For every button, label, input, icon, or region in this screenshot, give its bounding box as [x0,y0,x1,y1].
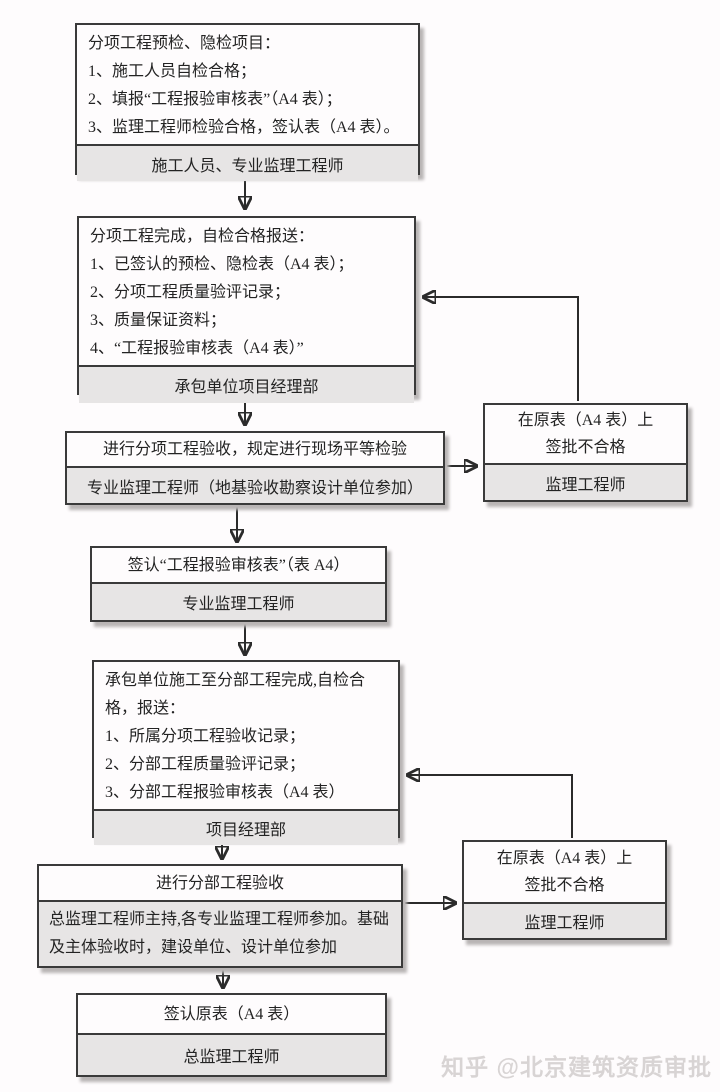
step-box-sign-review-form: 签认“工程报验审核表”（表 A4） 专业监理工程师 [90,546,387,622]
step-box-subdivision-acceptance-body: 进行分部工程验收 [39,866,401,900]
responsible-party-band: 项目经理部 [94,809,398,845]
step-box-sign-review-form-body: 签认“工程报验审核表”（表 A4） [92,548,385,582]
text-line: 签认“工程报验审核表”（表 A4） [127,556,350,574]
text-line: 2、填报“工程报验审核表”（A4 表）； [88,91,342,108]
text-line: 4、“工程报验审核表（A4 表）” [90,340,304,357]
text-line: 3、监理工程师检验合格，签认表（A4 表）。 [88,119,400,136]
step-box-subitem-submit: 分项工程完成，自检合格报送： 1、已签认的预检、隐检表（A4 表）； 2、分项工… [77,216,416,403]
step-box-sign-original-form-body: 签认原表（A4 表） [78,995,385,1033]
responsible-party-band: 监理工程师 [485,463,686,500]
side-box-unqualified-1-body: 在原表（A4 表）上 签批不合格 [485,405,686,463]
text-line: 承包单位施工至分部工程完成,自检合格，报送： [105,672,366,717]
text-line: 3、质量保证资料； [90,312,227,329]
step-box-subitem-submit-body: 分项工程完成，自检合格报送： 1、已签认的预检、隐检表（A4 表）； 2、分项工… [79,218,414,365]
text-line: 1、已签认的预检、隐检表（A4 表）； [90,256,354,273]
step-box-subitem-acceptance: 进行分项工程验收，规定进行现场平等检验 专业监理工程师（地基验收勘察设计单位参加… [65,431,445,505]
text-line: 2、分项工程质量验评记录； [90,284,291,301]
text-line: 签认原表（A4 表） [163,1005,300,1023]
step-box-precheck: 分项工程预检、隐检项目： 1、施工人员自检合格； 2、填报“工程报验审核表”（A… [75,23,420,181]
text-line: 3、分部工程报验审核表（A4 表） [105,784,345,801]
side-box-unqualified-2: 在原表（A4 表）上 签批不合格 监理工程师 [462,840,667,940]
text-line: 签批不合格 [545,439,626,456]
arrow-s2-to-b5 [408,775,573,838]
arrow-s1-to-b2 [424,297,579,401]
text-line: 2、分部工程质量验评记录； [105,756,306,773]
step-box-sign-original-form: 签认原表（A4 表） 总监理工程师 [76,993,387,1077]
text-line: 在原表（A4 表）上 [496,850,633,867]
responsible-party-band: 专业监理工程师（地基验收勘察设计单位参加） [67,466,443,503]
text-line: 签批不合格 [524,877,605,894]
text-line: 1、所属分项工程验收记录； [105,728,306,745]
responsible-party-band: 专业监理工程师 [92,582,385,620]
text-line: 1、施工人员自检合格； [88,63,257,80]
text-line: 进行分项工程验收，规定进行现场平等检验 [102,441,407,458]
responsible-party-band: 施工人员、专业监理工程师 [77,144,418,181]
step-box-subitem-acceptance-body: 进行分项工程验收，规定进行现场平等检验 [67,433,443,466]
watermark-text: 知乎 @北京建筑资质审批 [441,1054,712,1080]
step-box-subdivision-acceptance: 进行分部工程验收 总监理工程师主持,各专业监理工程师参加。基础及主体验收时，建设… [37,864,403,968]
text-line: 分项工程完成，自检合格报送： [90,228,315,245]
text-line: 在原表（A4 表）上 [517,412,654,429]
responsible-party-band: 承包单位项目经理部 [79,365,414,403]
text-line: 进行分部工程验收 [155,874,284,892]
side-box-unqualified-1: 在原表（A4 表）上 签批不合格 监理工程师 [483,403,688,502]
responsible-party-band: 监理工程师 [464,902,665,938]
step-box-precheck-body: 分项工程预检、隐检项目： 1、施工人员自检合格； 2、填报“工程报验审核表”（A… [77,25,418,144]
step-box-subdivision-submit-body: 承包单位施工至分部工程完成,自检合格，报送： 1、所属分项工程验收记录； 2、分… [94,662,398,809]
text-line: 分项工程预检、隐检项目： [88,35,281,52]
responsible-party-band: 总监理工程师主持,各专业监理工程师参加。基础及主体验收时，建设单位、设计单位参加 [39,900,401,966]
responsible-party-band: 总监理工程师 [78,1033,385,1075]
side-box-unqualified-2-body: 在原表（A4 表）上 签批不合格 [464,842,665,902]
step-box-subdivision-submit: 承包单位施工至分部工程完成,自检合格，报送： 1、所属分项工程验收记录； 2、分… [92,660,400,845]
